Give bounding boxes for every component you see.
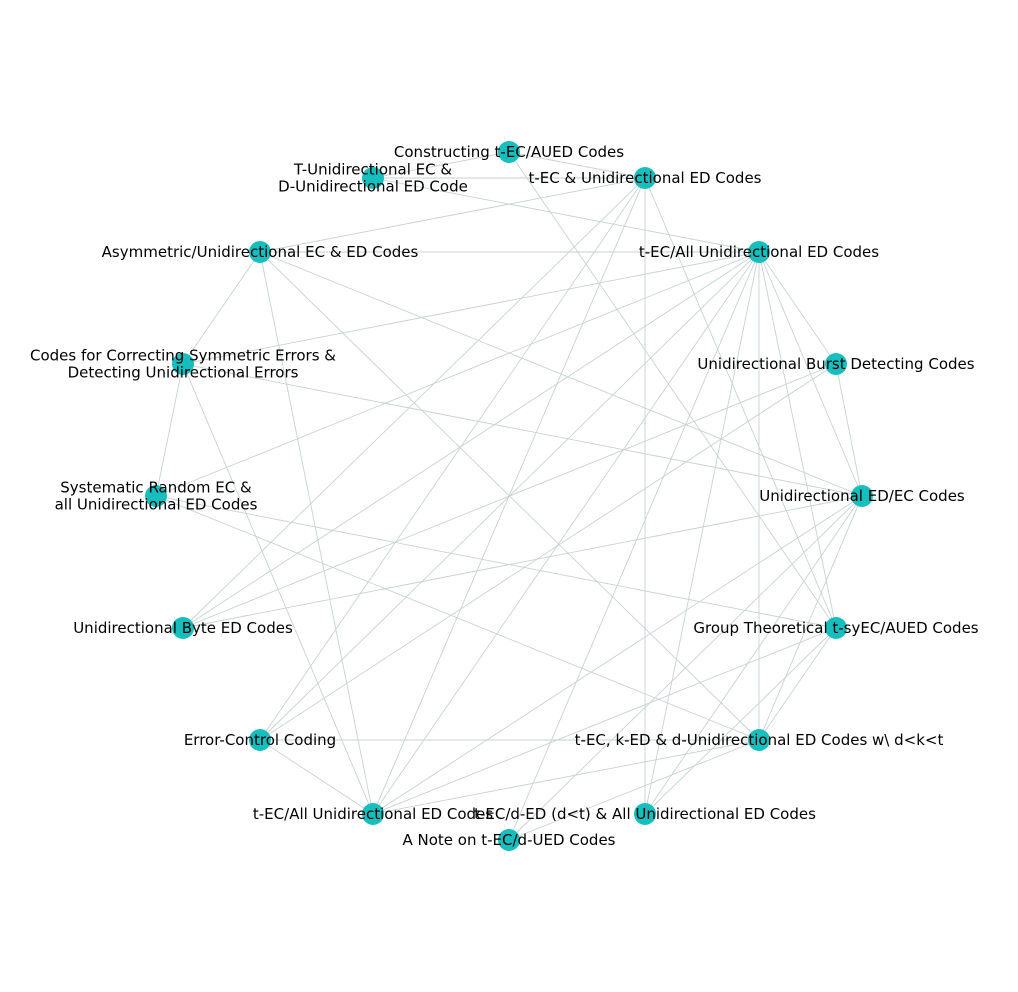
edge-7-4: [644, 495, 863, 815]
edge-layer: [155, 151, 863, 841]
node-0: [498, 141, 520, 163]
node-label-3: Unidirectional Burst Detecting Codes: [697, 355, 974, 373]
edge-15-2: [372, 177, 760, 253]
node-6: [748, 729, 770, 751]
node-label-line: t-EC & Unidirectional ED Codes: [528, 169, 761, 187]
node-label-14: Asymmetric/Unidirectional EC & ED Codes: [102, 243, 419, 261]
edge-2-13: [182, 251, 760, 365]
edge-2-11: [182, 251, 760, 629]
edge-3-4: [835, 363, 863, 497]
node-label-4: Unidirectional ED/EC Codes: [759, 487, 965, 505]
edge-6-12: [155, 495, 760, 741]
node-label-2: t-EC/All Unidirectional ED Codes: [639, 243, 879, 261]
node-15: [362, 167, 384, 189]
node-label-line: t-EC/d-ED (d<t) & All Unidirectional ED …: [474, 805, 816, 823]
node-label-line: Constructing t-EC/AUED Codes: [394, 143, 624, 161]
label-layer: Constructing t-EC/AUED Codes t-EC & Unidi…: [30, 143, 979, 849]
edge-0-15: [372, 151, 510, 179]
node-label-line: Unidirectional ED/EC Codes: [759, 487, 965, 505]
node-label-line: t-EC, k-ED & d-Unidirectional ED Codes w…: [575, 731, 944, 749]
edge-2-8: [508, 251, 760, 841]
node-14: [249, 241, 271, 263]
edge-14-4: [259, 251, 863, 497]
edge-13-9: [182, 363, 374, 815]
node-label-line: D-Unidirectional ED Code: [278, 178, 468, 196]
node-label-line: Detecting Unidirectional Errors: [68, 364, 299, 382]
edge-9-4: [372, 495, 863, 815]
node-10: [249, 729, 271, 751]
node-8: [498, 829, 520, 851]
edge-14-13: [182, 251, 261, 365]
edge-6-4: [758, 495, 863, 741]
node-label-1: t-EC & Unidirectional ED Codes: [528, 169, 761, 187]
node-label-line: A Note on t-EC/d-UED Codes: [403, 831, 616, 849]
edge-9-5: [372, 627, 837, 815]
node-layer: [145, 141, 873, 851]
node-12: [145, 485, 167, 507]
node-label-line: T-Unidirectional EC &: [293, 161, 452, 179]
node-label-13: Codes for Correcting Symmetric Errors &D…: [30, 347, 336, 382]
node-3: [825, 353, 847, 375]
node-1: [634, 167, 656, 189]
edge-7-5: [644, 627, 837, 815]
edge-6-5: [758, 627, 837, 741]
node-label-0: Constructing t-EC/AUED Codes: [394, 143, 624, 161]
node-label-12: Systematic Random EC &all Unidirectional…: [55, 479, 258, 514]
edge-2-12: [155, 251, 760, 497]
edge-10-9: [259, 739, 374, 815]
node-label-7: t-EC/d-ED (d<t) & All Unidirectional ED …: [474, 805, 816, 823]
node-label-10: Error-Control Coding: [184, 731, 336, 749]
edge-13-12: [155, 363, 184, 497]
edge-2-3: [758, 251, 837, 365]
node-label-line: Systematic Random EC &: [60, 479, 252, 497]
node-label-line: Error-Control Coding: [184, 731, 336, 749]
edge-2-5: [758, 251, 837, 629]
node-label-line: t-EC/All Unidirectional ED Codes: [639, 243, 879, 261]
node-label-15: T-Unidirectional EC &D-Unidirectional ED…: [278, 161, 468, 196]
node-label-11: Unidirectional Byte ED Codes: [73, 619, 293, 637]
node-11: [172, 617, 194, 639]
edge-9-6: [372, 739, 760, 815]
node-label-line: Group Theoretical t-syEC/AUED Codes: [693, 619, 978, 637]
node-9: [362, 803, 384, 825]
edge-8-6: [508, 739, 760, 841]
edge-13-4: [182, 363, 863, 497]
node-label-line: Asymmetric/Unidirectional EC & ED Codes: [102, 243, 419, 261]
node-4: [851, 485, 873, 507]
node-13: [172, 353, 194, 375]
node-label-5: Group Theoretical t-syEC/AUED Codes: [693, 619, 978, 637]
node-7: [634, 803, 656, 825]
node-label-6: t-EC, k-ED & d-Unidirectional ED Codes w…: [575, 731, 944, 749]
node-label-line: Unidirectional Byte ED Codes: [73, 619, 293, 637]
node-label-9: t-EC/All Unidirectional ED Codes: [253, 805, 493, 823]
edge-1-10: [259, 177, 646, 741]
node-5: [825, 617, 847, 639]
node-label-8: A Note on t-EC/d-UED Codes: [403, 831, 616, 849]
edge-11-3: [182, 363, 837, 629]
edge-11-4: [182, 495, 863, 629]
edge-2-7: [644, 251, 760, 815]
edge-0-1: [508, 151, 646, 179]
node-label-line: t-EC/All Unidirectional ED Codes: [253, 805, 493, 823]
edge-1-14: [259, 177, 646, 253]
edge-8-4: [508, 495, 863, 841]
edge-2-9: [372, 251, 760, 815]
edge-12-5: [155, 495, 837, 629]
edge-10-3: [259, 363, 837, 741]
node-label-line: Unidirectional Burst Detecting Codes: [697, 355, 974, 373]
node-label-line: all Unidirectional ED Codes: [55, 496, 258, 514]
edge-14-9: [259, 251, 374, 815]
node-label-line: Codes for Correcting Symmetric Errors &: [30, 347, 336, 365]
node-2: [748, 241, 770, 263]
